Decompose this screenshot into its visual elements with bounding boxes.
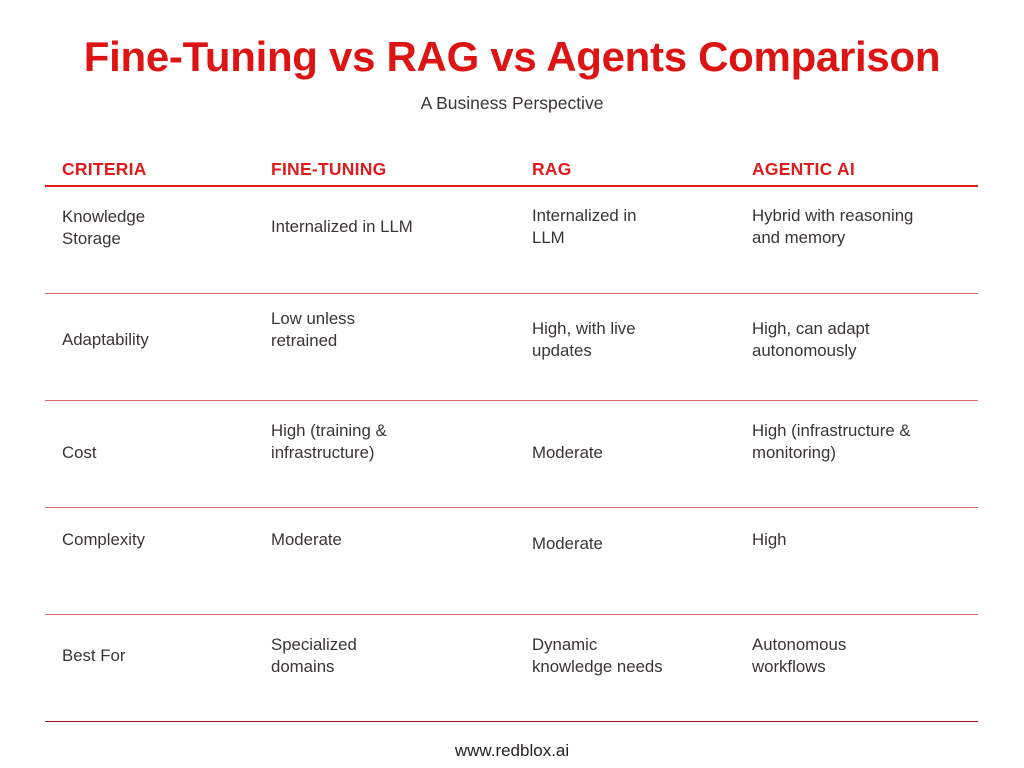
cell-text-line: Knowledge [62,206,146,226]
cell-text-line: Low unless [271,308,355,328]
cell-text-line: High, with live [532,318,636,338]
table-row: Adaptability Low unless retrained High, … [45,294,978,400]
cell-agentic-ai: Hybrid with reasoning and memory [752,174,978,280]
row-divider [45,400,978,401]
cell-text-line: Autonomous [752,634,847,654]
cell-rag: Moderate [532,400,752,506]
header-divider [45,185,978,187]
page-title: Fine-Tuning vs RAG vs Agents Comparison [83,33,941,80]
table-row: Complexity Moderate Moderate High [45,508,978,614]
cell-text-line: High (infrastructure & [752,420,911,440]
cell-agentic-ai: High (infrastructure & monitoring) [752,389,978,495]
column-header-label: FINE-TUNING [271,159,387,179]
cell-text-line: LLM [532,228,565,247]
cell-fine-tuning: High (training & infrastructure) [271,389,532,495]
cell-text-line: High (training & [271,420,387,440]
cell-text-line: Cost [62,442,97,462]
column-header-criteria: CRITERIA [45,145,271,185]
cell-text-line: Internalized in LLM [271,216,413,236]
cell-text-line: Moderate [532,533,603,553]
table-row: Knowledge Storage Internalized in LLM In… [45,187,978,293]
cell-rag: Internalized in LLM [532,174,752,280]
cell-text-line: autonomously [752,341,857,360]
cell-fine-tuning: Moderate [271,487,532,593]
page-subtitle: A Business Perspective [420,93,604,113]
cell-text-line: updates [532,341,592,360]
cell-rag: High, with live updates [532,287,752,393]
column-header-label: RAG [532,159,572,179]
cell-text-line: High [752,529,787,549]
comparison-table: CRITERIA FINE-TUNING RAG AGENTIC AI Know… [45,145,978,722]
cell-fine-tuning: Low unless retrained [271,277,532,383]
cell-text-line: Adaptability [62,329,149,349]
table-row: Cost High (training & infrastructure) Mo… [45,401,978,507]
cell-criteria: Adaptability [45,287,271,393]
cell-text-line: retrained [271,331,338,350]
cell-text-line: Best For [62,645,126,665]
table-bottom-divider [45,721,978,722]
cell-text-line: infrastructure) [271,443,375,462]
column-header-rag: RAG [532,145,752,185]
cell-text-line: Internalized in [532,205,637,225]
table-row: Best For Specialized domains Dynamic kno… [45,615,978,721]
column-header-fine-tuning: FINE-TUNING [271,145,532,185]
column-header-label: CRITERIA [62,159,147,179]
cell-text-line: High, can adapt [752,318,870,338]
website-label: www.redblox.ai [454,741,570,760]
cell-criteria: Best For [45,603,271,709]
cell-text-line: monitoring) [752,443,836,462]
cell-text-line: workflows [752,657,826,676]
cell-text-line: Storage [62,229,121,248]
cell-text-line: and memory [752,228,846,247]
cell-agentic-ai: High [752,487,978,593]
cell-text-line: Hybrid with reasoning [752,205,914,225]
cell-text-line: domains [271,657,335,676]
row-divider [45,293,978,294]
cell-text-line: Moderate [271,529,342,549]
cell-criteria: Cost [45,400,271,506]
cell-criteria: Knowledge Storage [45,175,271,281]
cell-agentic-ai: Autonomous workflows [752,603,978,709]
cell-rag: Dynamic knowledge needs [532,603,752,709]
cell-text-line: Complexity [62,529,145,549]
cell-text-line: Dynamic [532,634,598,654]
cell-rag: Moderate [532,491,752,597]
cell-criteria: Complexity [45,487,271,593]
column-header-label: AGENTIC AI [752,159,855,179]
table-header-row: CRITERIA FINE-TUNING RAG AGENTIC AI [45,145,978,185]
cell-agentic-ai: High, can adapt autonomously [752,287,978,393]
cell-text-line: Moderate [532,442,603,462]
slide-header: Fine-Tuning vs RAG vs Agents Comparison … [0,0,1024,113]
cell-fine-tuning: Internalized in LLM [271,174,532,280]
slide-footer: www.redblox.ai [0,742,1024,759]
cell-fine-tuning: Specialized domains [271,603,532,709]
column-header-agentic-ai: AGENTIC AI [752,145,978,185]
row-divider [45,507,978,508]
row-divider [45,614,978,615]
cell-text-line: Specialized [271,634,357,654]
cell-text-line: knowledge needs [532,657,663,676]
